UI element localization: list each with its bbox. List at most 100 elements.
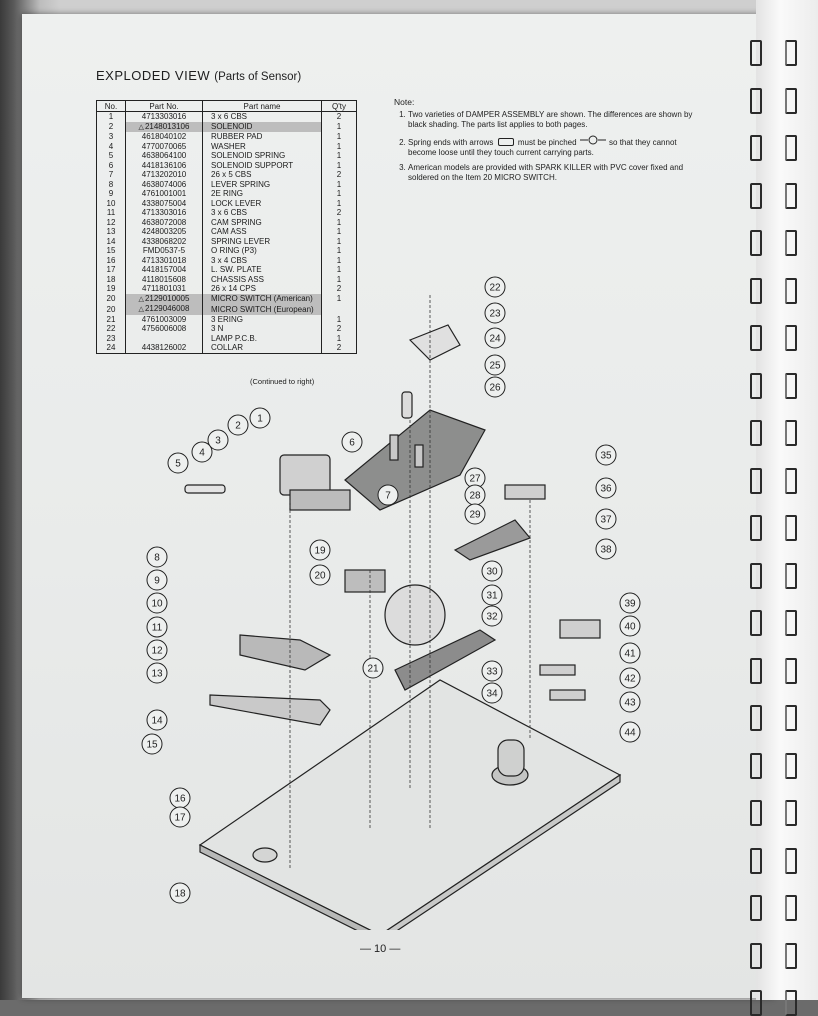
row-part-name: O RING (P3) xyxy=(202,246,322,256)
row-part-no: 4713303016 xyxy=(125,111,203,122)
row-part-name: 2E RING xyxy=(202,189,322,199)
note-item-2: Spring ends with arrows must be pinched … xyxy=(408,135,694,159)
callout-30: 30 xyxy=(481,560,503,582)
row-part-no: 4418136106 xyxy=(125,160,203,170)
col-part-name: Part name xyxy=(202,100,322,112)
continued-note: (Continued to right) xyxy=(250,377,315,386)
binding-ring-icon xyxy=(750,895,762,921)
callout-12: 12 xyxy=(146,639,168,661)
solenoid-drawing xyxy=(184,454,351,511)
row-qty: 1 xyxy=(321,217,357,227)
row-part-name: 3 x 6 CBS xyxy=(202,111,322,122)
row-no: 18 xyxy=(96,274,126,284)
callout-43: 43 xyxy=(619,691,641,713)
svg-text:17: 17 xyxy=(174,813,186,824)
row-no: 19 xyxy=(96,284,126,294)
callout-7: 7 xyxy=(377,484,399,506)
binding-ring-icon xyxy=(785,467,797,494)
row-no: 3 xyxy=(96,132,126,142)
callout-13: 13 xyxy=(146,662,168,684)
callout-15: 15 xyxy=(141,733,163,755)
row-part-no: 4618040102 xyxy=(125,132,203,142)
callout-19: 19 xyxy=(309,539,331,561)
binding-ring-icon xyxy=(785,182,797,209)
binding-ring-icon xyxy=(785,135,797,161)
binding-ring-icon xyxy=(785,325,797,351)
callout-16: 16 xyxy=(169,787,191,809)
row-part-no: △2148013106 xyxy=(125,121,203,132)
binding-ring-icon xyxy=(785,895,797,921)
row-qty: 1 xyxy=(321,265,357,275)
svg-text:22: 22 xyxy=(489,283,501,294)
svg-text:10: 10 xyxy=(151,599,163,610)
note-item-3: American models are provided with SPARK … xyxy=(408,163,694,184)
binding-ring-icon xyxy=(750,657,762,684)
row-qty: 1 xyxy=(321,151,357,161)
callout-42: 42 xyxy=(619,667,641,689)
row-no: 24 xyxy=(96,343,126,354)
note-heading: Note: xyxy=(394,97,415,107)
row-part-name: CAM ASS xyxy=(202,227,322,237)
svg-text:31: 31 xyxy=(486,591,498,602)
svg-text:28: 28 xyxy=(469,491,481,502)
svg-text:8: 8 xyxy=(154,553,160,564)
row-qty: 1 xyxy=(321,189,357,199)
svg-text:39: 39 xyxy=(624,599,636,610)
row-qty: 1 xyxy=(321,236,357,246)
row-part-name: SOLENOID SUPPORT xyxy=(202,160,322,170)
page-title: EXPLODED VIEW (Parts of Sensor) xyxy=(96,68,301,83)
svg-text:37: 37 xyxy=(600,515,612,526)
row-part-name: LOCK LEVER xyxy=(202,198,322,208)
binding-ring-icon xyxy=(785,657,797,684)
svg-text:15: 15 xyxy=(146,740,158,751)
callout-21: 21 xyxy=(362,657,384,679)
svg-text:20: 20 xyxy=(314,571,326,582)
svg-text:5: 5 xyxy=(175,459,181,470)
row-part-name: 3 x 4 CBS xyxy=(202,255,322,265)
binding-ring-icon xyxy=(750,420,762,446)
svg-text:19: 19 xyxy=(314,546,326,557)
row-no: 5 xyxy=(96,151,126,161)
row-part-name: 26 x 5 CBS xyxy=(202,170,322,180)
row-part-name: CAM SPRING xyxy=(202,217,322,227)
row-no: 14 xyxy=(96,236,126,246)
callout-9: 9 xyxy=(146,569,168,591)
callout-37: 37 xyxy=(595,508,617,530)
svg-text:13: 13 xyxy=(151,669,163,680)
binding-ring-icon xyxy=(750,562,762,589)
svg-text:33: 33 xyxy=(486,667,498,678)
row-qty: 1 xyxy=(321,255,357,265)
row-part-name: LEVER SPRING xyxy=(202,179,322,189)
row-part-name: WASHER xyxy=(202,141,322,151)
row-no: 15 xyxy=(96,246,126,256)
row-no: 8 xyxy=(96,179,126,189)
row-qty: 2 xyxy=(321,324,357,334)
binding-ring-icon xyxy=(750,277,762,304)
svg-text:44: 44 xyxy=(624,728,636,739)
binding-ring-icon xyxy=(785,847,797,874)
binding-ring-icon xyxy=(785,40,797,66)
row-qty: 2 xyxy=(321,170,357,180)
svg-text:14: 14 xyxy=(151,716,163,727)
row-part-name: SOLENOID xyxy=(202,121,322,132)
callout-22: 22 xyxy=(484,276,506,298)
svg-text:34: 34 xyxy=(486,689,498,700)
row-part-no: 4638074006 xyxy=(125,179,203,189)
callout-10: 10 xyxy=(146,592,168,614)
pcb-plate-drawing xyxy=(344,324,486,511)
row-no: 1 xyxy=(96,111,126,122)
svg-text:25: 25 xyxy=(489,361,501,372)
callout-33: 33 xyxy=(481,660,503,682)
